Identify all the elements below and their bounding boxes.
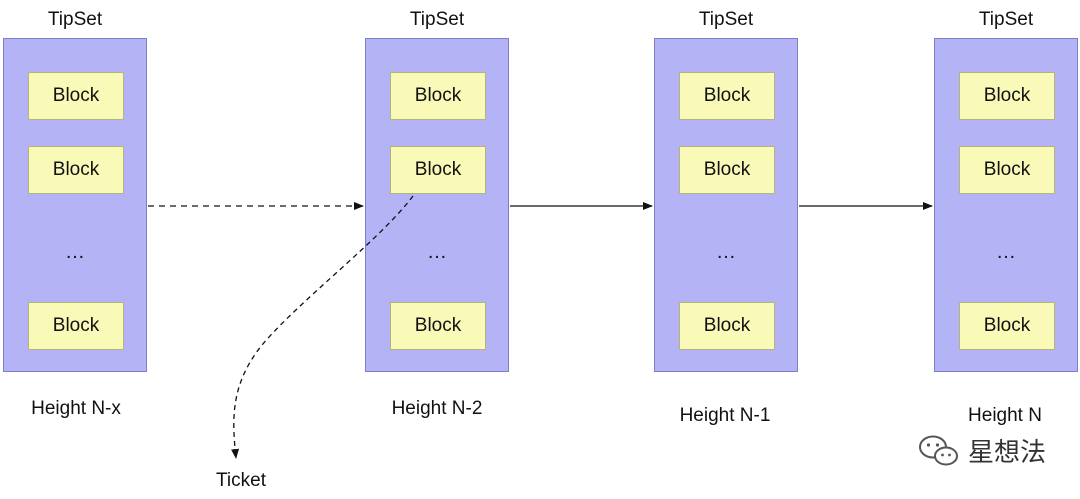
height-label: Height N-1 bbox=[679, 405, 771, 426]
ellipsis: … bbox=[65, 241, 85, 263]
ellipsis: … bbox=[427, 241, 447, 263]
watermark: 星想法 bbox=[918, 432, 1046, 469]
block: Block bbox=[390, 302, 486, 350]
tipset-title: TipSet bbox=[47, 9, 103, 30]
ellipsis: … bbox=[716, 241, 736, 263]
ellipsis: … bbox=[996, 241, 1016, 263]
wechat-icon bbox=[919, 435, 958, 465]
watermark-text: 星想法 bbox=[968, 438, 1047, 468]
tipset-column: Block Block … Block bbox=[3, 38, 147, 372]
block: Block bbox=[28, 146, 124, 194]
block: Block bbox=[390, 72, 486, 120]
height-label: Height N-2 bbox=[391, 398, 483, 419]
block: Block bbox=[28, 302, 124, 350]
block: Block bbox=[959, 302, 1055, 350]
tipset-column: Block Block … Block bbox=[654, 38, 798, 372]
block: Block bbox=[679, 302, 775, 350]
tipset-column: Block Block … Block bbox=[934, 38, 1078, 372]
block: Block bbox=[390, 146, 486, 194]
block: Block bbox=[28, 72, 124, 120]
tipset-title: TipSet bbox=[409, 9, 465, 30]
ticket-label: Ticket bbox=[216, 470, 266, 491]
block: Block bbox=[959, 146, 1055, 194]
block: Block bbox=[679, 146, 775, 194]
block: Block bbox=[959, 72, 1055, 120]
height-label: Height N-x bbox=[31, 398, 121, 419]
height-label: Height N bbox=[968, 405, 1042, 426]
ticket-arrow bbox=[231, 195, 414, 459]
tipset-title: TipSet bbox=[698, 9, 754, 30]
tipset-title: TipSet bbox=[978, 9, 1034, 30]
block: Block bbox=[679, 72, 775, 120]
tipset-column: Block Block … Block bbox=[365, 38, 509, 372]
